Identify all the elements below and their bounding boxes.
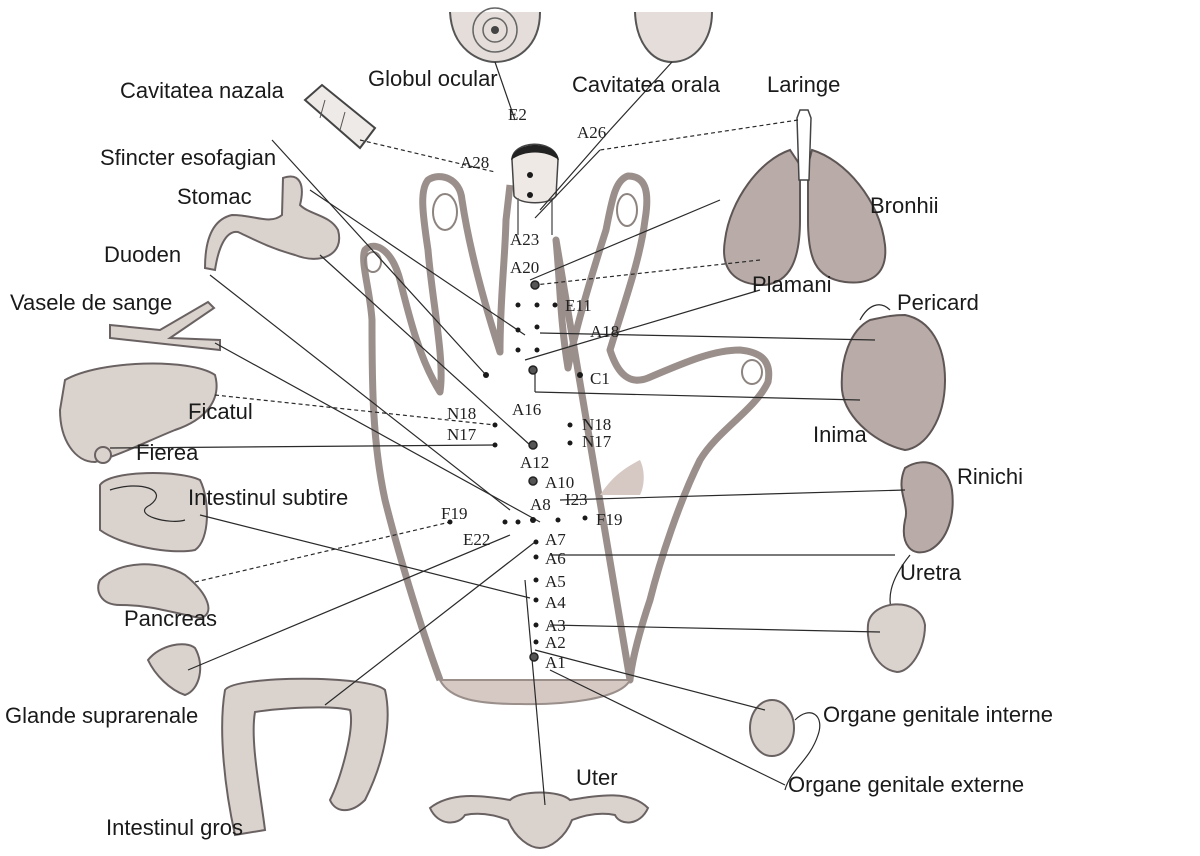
nasal-cavity-icon [303, 83, 377, 150]
point-A10: A10 [545, 473, 574, 492]
label-ficatul: Ficatul [188, 399, 253, 424]
internal-genitals-icon [749, 699, 821, 791]
label-uter: Uter [576, 765, 618, 790]
point-A2: A2 [545, 633, 566, 652]
label-globul-ocular: Globul ocular [368, 66, 498, 91]
organ-labels: Globul ocular Cavitatea orala Laringe Ca… [5, 66, 1053, 840]
liver-icon [58, 362, 218, 464]
label-glande-suprarenale: Glande suprarenale [5, 703, 198, 728]
label-rinichi: Rinichi [957, 464, 1023, 489]
point-E22: E22 [463, 530, 490, 549]
point-A28: A28 [460, 153, 489, 172]
connector-lines [109, 61, 906, 806]
large-intestine-icon [221, 677, 389, 837]
stomach-icon [203, 175, 341, 272]
label-vasele-de-sange: Vasele de sange [10, 290, 172, 315]
point-E11: E11 [565, 296, 592, 315]
uterus-icon [428, 791, 650, 850]
point-N17-right: N17 [582, 432, 612, 451]
label-organe-genitale-externe: Organe genitale externe [788, 772, 1024, 797]
point-N17-left: N17 [447, 425, 477, 444]
point-labels: E2 A26 A28 A23 A20 E11 A18 C1 A16 N18 N1… [441, 105, 622, 672]
point-N18-right: N18 [582, 415, 611, 434]
label-pericard: Pericard [897, 290, 979, 315]
label-pancreas: Pancreas [124, 606, 217, 631]
heart-icon [840, 304, 947, 452]
label-plamani: Plamani [752, 272, 831, 297]
point-F19-left: F19 [441, 504, 467, 523]
point-A5: A5 [545, 572, 566, 591]
point-A7: A7 [545, 530, 566, 549]
label-inima: Inima [813, 422, 868, 447]
point-A4: A4 [545, 593, 566, 612]
label-organe-genitale-interne: Organe genitale interne [823, 702, 1053, 727]
point-A12: A12 [520, 453, 549, 472]
oral-cavity-icon [634, 11, 713, 64]
label-intestinul-gros: Intestinul gros [106, 815, 243, 840]
label-fierea: Fierea [136, 440, 199, 465]
adrenal-gland-icon [146, 643, 202, 697]
label-cavitatea-nazala: Cavitatea nazala [120, 78, 285, 103]
point-E2: E2 [508, 105, 527, 124]
head-figure [511, 143, 559, 235]
point-A3: A3 [545, 616, 566, 635]
point-F19-right: F19 [596, 510, 622, 529]
label-sfincter-esofagian: Sfincter esofagian [100, 145, 276, 170]
acupoint-dots [447, 172, 588, 662]
lungs-icon [723, 109, 887, 287]
pancreas-icon [97, 563, 210, 620]
blood-vessels-icon [109, 300, 221, 352]
point-A8: A8 [530, 495, 551, 514]
point-A26: A26 [577, 123, 606, 142]
point-A6: A6 [545, 549, 566, 568]
label-duoden: Duoden [104, 242, 181, 267]
small-intestine-icon [99, 472, 208, 553]
label-laringe: Laringe [767, 72, 840, 97]
label-cavitatea-orala: Cavitatea orala [572, 72, 721, 97]
point-A23: A23 [510, 230, 539, 249]
point-A16: A16 [512, 400, 541, 419]
point-A1: A1 [545, 653, 566, 672]
point-A18: A18 [590, 322, 619, 341]
eyeball-icon [449, 7, 541, 64]
point-A20: A20 [510, 258, 539, 277]
label-uretra: Uretra [900, 560, 962, 585]
bladder-icon [866, 603, 927, 674]
kidney-icon [889, 461, 954, 621]
label-intestinul-subtire: Intestinul subtire [188, 485, 348, 510]
point-C1: C1 [590, 369, 610, 388]
label-stomac: Stomac [177, 184, 252, 209]
point-I23: I23 [565, 490, 588, 509]
point-N18-left: N18 [447, 404, 476, 423]
label-bronhii: Bronhii [870, 193, 938, 218]
